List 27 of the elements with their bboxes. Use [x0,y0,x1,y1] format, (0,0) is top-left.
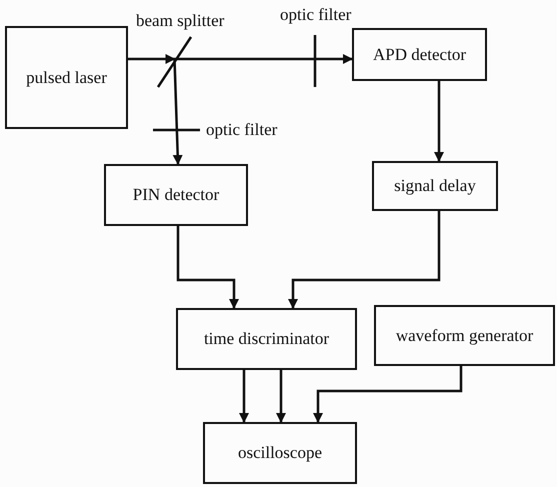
box-label: PIN detector [132,185,220,205]
process-box [104,164,248,226]
arrow [313,366,462,423]
process-box [372,161,498,211]
process-box [352,28,487,81]
arrow [176,226,239,309]
arrow [172,58,183,165]
component-label: optic filter [206,121,278,138]
box-label: signal delay [394,176,476,196]
arrow [434,81,444,162]
arrow [128,54,176,64]
box-label: time discriminator [204,329,330,349]
component-label: optic filter [280,6,352,23]
box-label: oscilloscope [238,443,322,463]
process-box [176,308,357,370]
box-label: APD detector [372,44,466,64]
process-box [5,26,128,129]
process-box [374,305,555,366]
component-label: beam splitter [136,12,224,29]
beam-splitter-mirror [157,36,192,88]
box-label: waveform generator [396,326,534,346]
box-label: pulsed laser [26,68,107,88]
arrow [174,54,353,64]
arrow [276,370,286,423]
process-box [203,422,357,484]
arrow [288,211,440,309]
arrow [239,370,249,423]
